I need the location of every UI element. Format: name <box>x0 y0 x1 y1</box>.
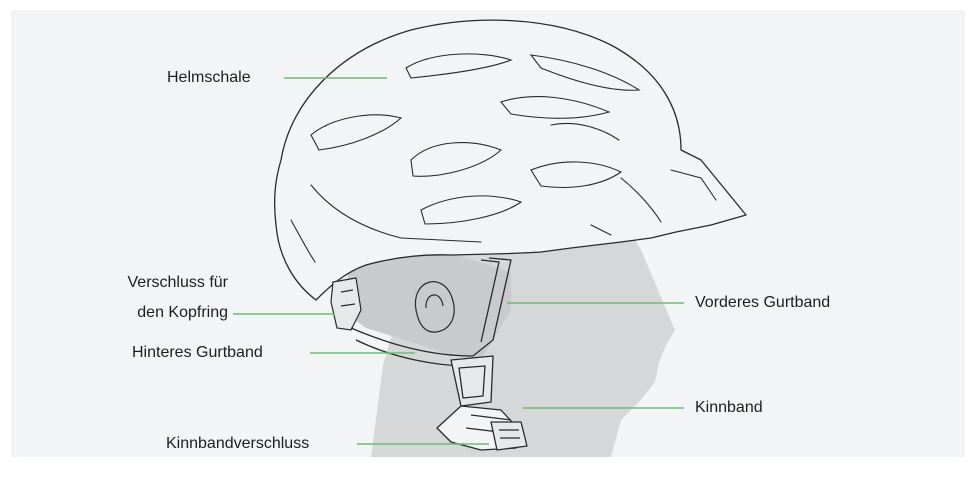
label-kinnband: Kinnband <box>695 398 763 418</box>
label-verschluss-line1: Verschluss für <box>111 273 228 293</box>
label-vorderes-gurtband: Vorderes Gurtband <box>695 293 830 313</box>
helmet-illustration <box>11 10 965 457</box>
label-helmschale: Helmschale <box>167 68 251 88</box>
label-kinnbandverschluss: Kinnbandverschluss <box>166 434 309 454</box>
diagram-canvas: Helmschale Verschluss für den Kopfring H… <box>11 10 965 457</box>
label-hinteres-gurtband: Hinteres Gurtband <box>132 343 263 363</box>
label-verschluss-line2: den Kopfring <box>111 303 228 323</box>
head-ring-adjuster <box>331 278 361 330</box>
